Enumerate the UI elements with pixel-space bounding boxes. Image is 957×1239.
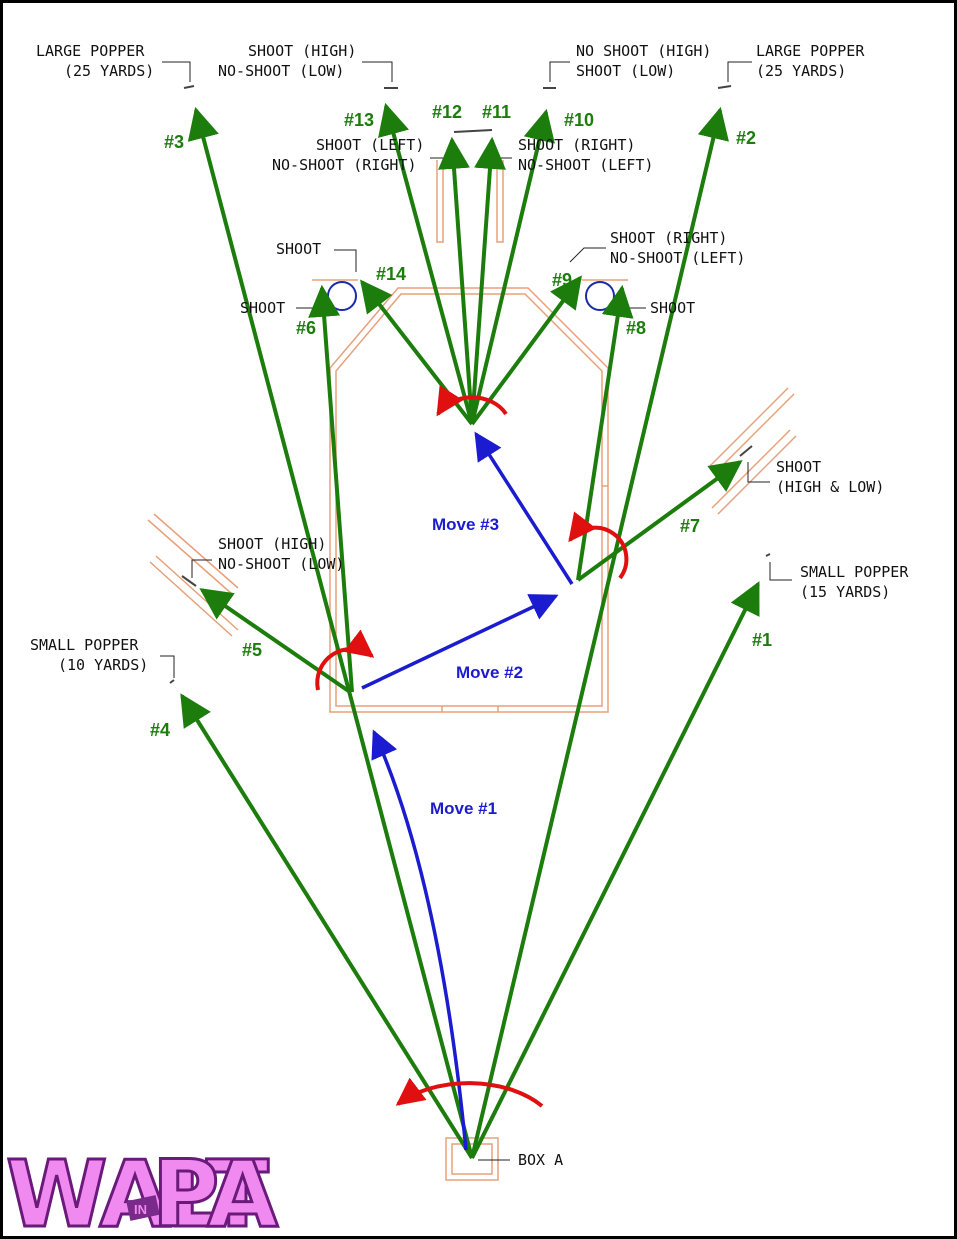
label-shoot-high-low-2: (HIGH & LOW) xyxy=(776,478,884,496)
no-shoot-target-right xyxy=(585,281,615,311)
shot-number-10: #10 xyxy=(564,110,594,130)
shot-number-9: #9 xyxy=(552,270,572,290)
shot-number-11: #11 xyxy=(482,102,511,122)
leader-lines xyxy=(160,61,792,1161)
move-label-1: Move #1 xyxy=(430,799,497,818)
move-arrow-2 xyxy=(361,594,559,690)
move-label-2: Move #2 xyxy=(456,663,523,682)
label-shoot-right-noshoot-2: NO-SHOOT (LEFT) xyxy=(610,249,745,267)
shot-arrow-3 xyxy=(187,106,474,1159)
label-shoot-right-1: SHOOT (RIGHT) xyxy=(518,136,635,154)
label-small-popper-left-2: (10 YARDS) xyxy=(58,656,148,674)
shot-number-3: #3 xyxy=(164,132,184,152)
label-large-popper-left-2: (25 YARDS) xyxy=(64,62,154,80)
move-label-3: Move #3 xyxy=(432,515,499,534)
label-large-popper-left-1: LARGE POPPER xyxy=(36,42,145,60)
pivot-arc-box-a xyxy=(395,1077,544,1108)
pivot-arcs xyxy=(315,385,629,1108)
shot-arrows xyxy=(180,102,760,1160)
shot-arrow-10 xyxy=(470,108,555,425)
shot-number-13: #13 xyxy=(344,110,374,130)
shot-arrow-7 xyxy=(576,460,743,582)
label-shoot-right-2: NO-SHOOT (LEFT) xyxy=(518,156,653,174)
move-arrow-3 xyxy=(474,431,574,585)
walt-in-pa-logo: WALT IN PA xyxy=(5,1140,284,1239)
shot-number-2: #2 xyxy=(736,128,756,148)
shot-arrow-11 xyxy=(470,136,506,425)
label-shoot-high-left-1: SHOOT (HIGH) xyxy=(218,535,326,553)
shot-arrow-14 xyxy=(360,279,474,426)
label-small-popper-left-1: SMALL POPPER xyxy=(30,636,139,654)
no-shoot-target-left xyxy=(327,281,357,311)
label-small-popper-right-2: (15 YARDS) xyxy=(800,583,890,601)
pivot-arc-position-3 xyxy=(568,511,629,580)
shot-number-4: #4 xyxy=(150,720,170,740)
shot-number-1: #1 xyxy=(752,630,772,650)
label-large-popper-right-1: LARGE POPPER xyxy=(756,42,865,60)
shot-number-6: #6 xyxy=(296,318,316,338)
shot-number-14: #14 xyxy=(376,264,406,284)
logo-pa: PA xyxy=(152,1141,278,1239)
label-shoot-high-2: NO-SHOOT (LOW) xyxy=(218,62,344,80)
label-small-popper-right-1: SMALL POPPER xyxy=(800,563,909,581)
label-shoot-high-low-1: SHOOT xyxy=(776,458,821,476)
wall-structure xyxy=(147,160,797,1181)
shot-arrow-13 xyxy=(378,102,474,425)
label-no-shoot-high-2: SHOOT (LOW) xyxy=(576,62,675,80)
label-shoot-right-noshoot-1: SHOOT (RIGHT) xyxy=(610,229,727,247)
shot-arrow-12 xyxy=(438,136,474,425)
pivot-arc-position-4 xyxy=(436,385,508,417)
shot-arrow-2 xyxy=(470,106,729,1159)
shot-number-5: #5 xyxy=(242,640,262,660)
shot-number-7: #7 xyxy=(680,516,700,536)
label-shoot-left: SHOOT xyxy=(240,299,285,317)
label-large-popper-right-2: (25 YARDS) xyxy=(756,62,846,80)
label-shoot-top-left: SHOOT xyxy=(276,240,321,258)
logo-in: IN xyxy=(134,1202,147,1217)
move-arrow-1 xyxy=(371,729,468,1151)
label-shoot-left-2: NO-SHOOT (RIGHT) xyxy=(272,156,417,174)
target-ticks xyxy=(169,85,771,684)
logo-walt: WALT xyxy=(6,1141,269,1239)
label-shoot-left-1: SHOOT (LEFT) xyxy=(316,136,424,154)
shot-arrow-1 xyxy=(470,581,760,1159)
shot-arrow-6 xyxy=(308,284,354,693)
shot-number-8: #8 xyxy=(626,318,646,338)
label-shoot-high-left-2: NO-SHOOT (LOW) xyxy=(218,555,344,573)
shot-arrow-5 xyxy=(199,588,352,694)
label-shoot-right: SHOOT xyxy=(650,299,695,317)
label-box-a: BOX A xyxy=(518,1151,563,1169)
move-arrows xyxy=(361,431,574,1151)
shot-number-12: #12 xyxy=(432,102,462,122)
label-shoot-high-1: SHOOT (HIGH) xyxy=(248,42,356,60)
label-no-shoot-high-1: NO SHOOT (HIGH) xyxy=(576,42,711,60)
pivot-arc-position-2 xyxy=(315,629,375,691)
